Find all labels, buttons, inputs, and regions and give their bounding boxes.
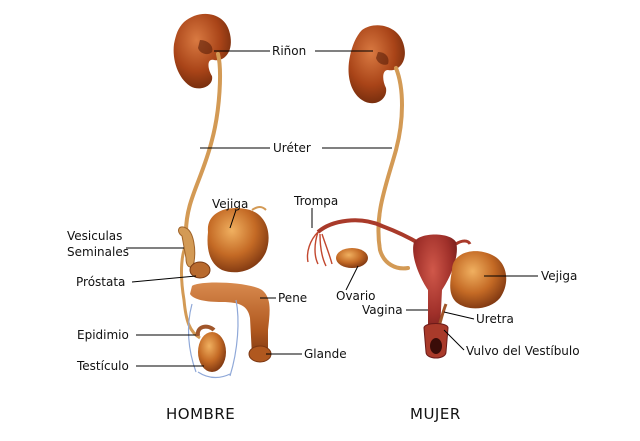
leader-lines: [126, 50, 538, 367]
female-system: [306, 25, 507, 359]
label-testiculo: Testículo: [76, 359, 129, 373]
label-ureter: Uréter: [273, 141, 311, 155]
label-pene: Pene: [278, 291, 307, 305]
female-kidney: [348, 25, 405, 104]
label-glande: Glande: [304, 347, 347, 361]
labels: Riñon Uréter Vejiga Vesiculas Seminales …: [67, 44, 580, 373]
label-seminales: Seminales: [67, 245, 129, 259]
male-bladder: [207, 206, 269, 273]
vestibule: [423, 323, 449, 359]
label-uretra: Uretra: [476, 312, 514, 326]
label-trompa: Trompa: [293, 194, 338, 208]
label-rinon: Riñon: [272, 44, 306, 58]
caption-male: HOMBRE: [166, 405, 235, 423]
ovary: [336, 248, 368, 268]
label-vesiculas: Vesiculas: [67, 229, 122, 243]
label-vulvo: Vulvo del Vestíbulo: [466, 344, 580, 358]
caption-female: MUJER: [410, 405, 461, 423]
testicle: [195, 324, 226, 372]
uterus: [413, 234, 457, 338]
label-prostata: Próstata: [76, 275, 125, 289]
male-system: [173, 13, 272, 379]
label-vejiga-male: Vejiga: [212, 197, 248, 211]
male-vas-deferens: [180, 238, 201, 340]
seminal-vesicles: [178, 226, 196, 268]
label-vejiga-female: Vejiga: [541, 269, 577, 283]
fimbriae: [306, 231, 333, 267]
female-bladder: [450, 251, 507, 309]
male-kidney: [173, 13, 231, 89]
fallopian-tube-right: [455, 239, 472, 246]
prostate: [189, 261, 211, 279]
epididymis: [195, 324, 216, 337]
label-ovario: Ovario: [336, 289, 376, 303]
label-vagina: Vagina: [362, 303, 403, 317]
label-epidimio: Epidimio: [77, 328, 129, 342]
female-ureter: [376, 66, 410, 271]
fallopian-tube: [316, 218, 422, 246]
